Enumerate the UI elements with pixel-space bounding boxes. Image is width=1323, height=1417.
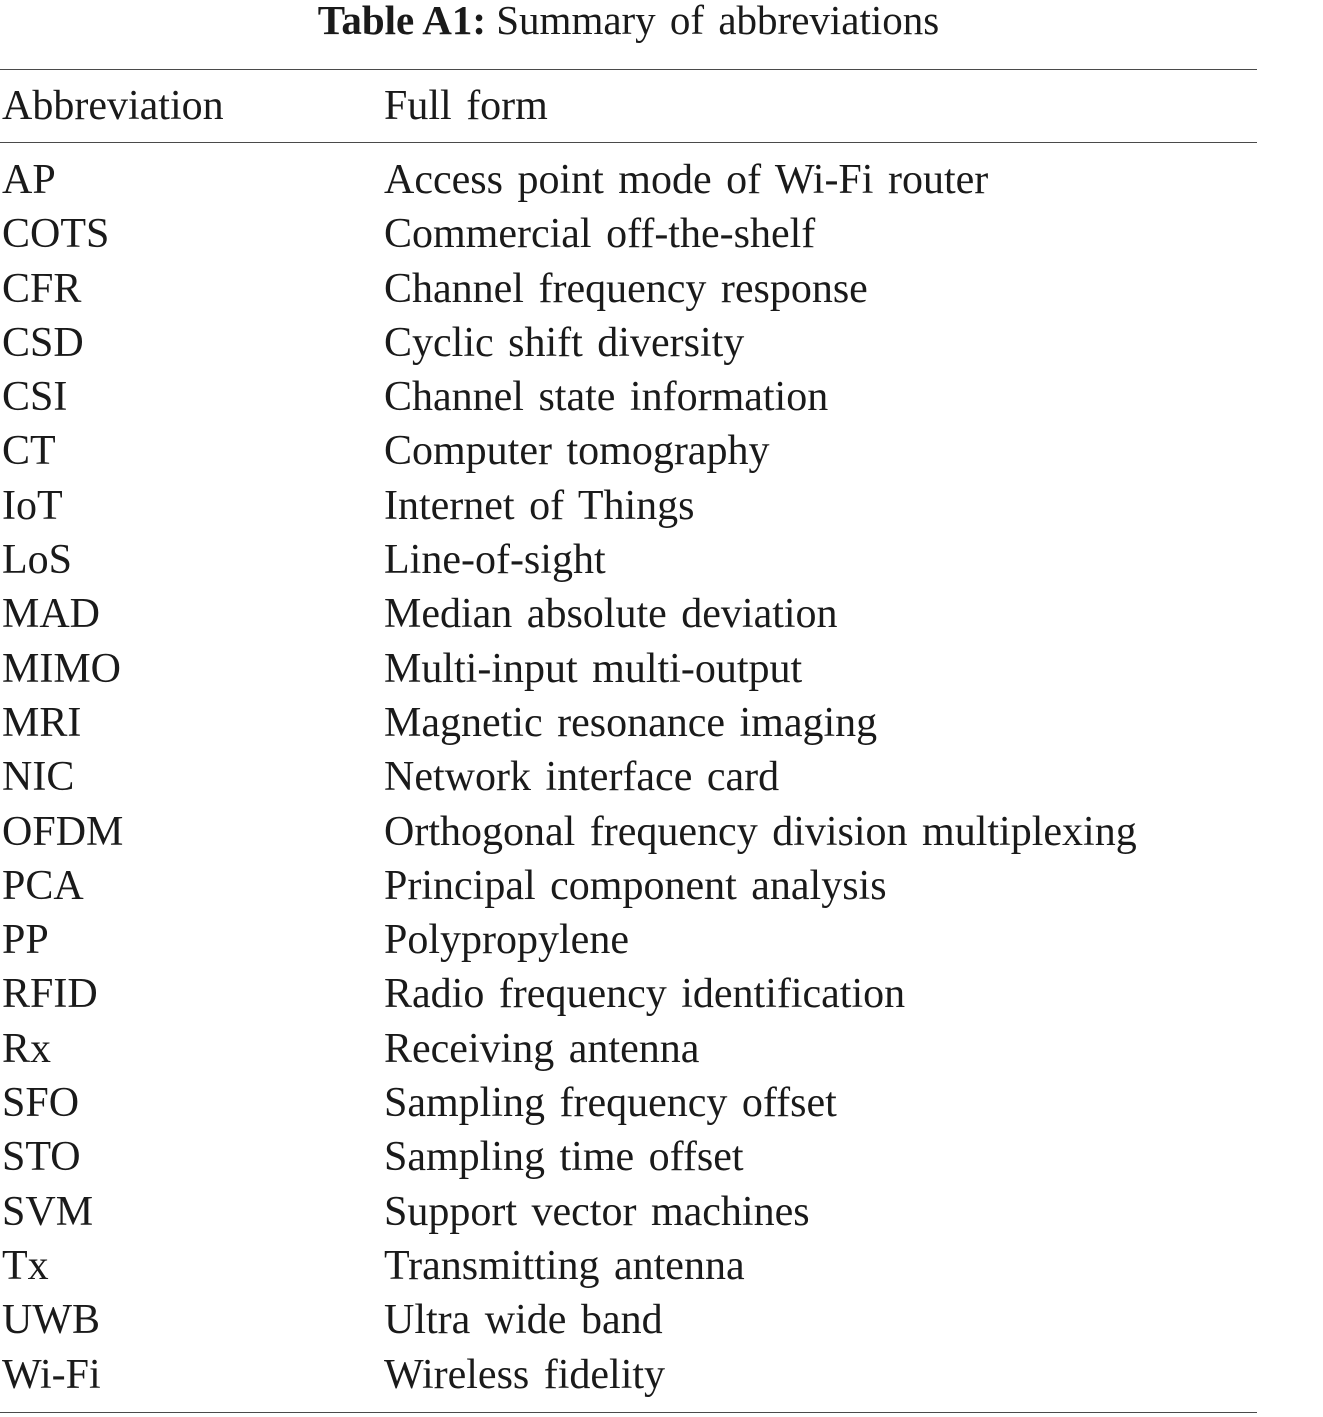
table-row: AP Access point mode of Wi-Fi router [0,153,1257,207]
full-form-cell: Ultra wide band [384,1297,663,1344]
top-rule [0,69,1257,70]
abbreviation-cell: CSD [2,319,84,366]
full-form-cell: Network interface card [384,754,780,801]
abbreviation-cell: MRI [2,699,82,746]
full-form-cell: Access point mode of Wi-Fi router [384,157,989,203]
abbreviation-cell: SFO [2,1080,80,1127]
abbreviation-cell: NIC [2,754,75,801]
table-row: MRI Magnetic resonance imaging [0,696,1257,750]
header-rule [0,142,1257,143]
table-row: Rx Receiving antenna [0,1022,1257,1076]
full-form-cell: Receiving antenna [384,1025,700,1072]
table-row: IoT Internet of Things [0,479,1257,533]
bottom-rule [0,1411,1257,1413]
full-form-cell: Computer tomography [384,428,770,475]
table-row: Wi-Fi Wireless fidelity [0,1348,1257,1402]
header-abbreviation: Abbreviation [2,83,224,129]
full-form-cell: Support vector machines [384,1188,810,1235]
full-form-cell: Orthogonal frequency division multiplexi… [384,808,1137,855]
table-row: UWB Ultra wide band [0,1293,1257,1347]
full-form-cell: Transmitting antenna [384,1242,745,1289]
table-row: MAD Median absolute deviation [0,587,1257,641]
abbreviation-cell: Wi-Fi [2,1351,101,1398]
abbreviation-cell: CFR [2,265,82,312]
caption-text: Summary of abbreviations [496,0,940,43]
table-row: MIMO Multi-input multi-output [0,642,1257,696]
table-row: CFR Channel frequency response [0,262,1257,316]
abbreviation-cell: AP [2,157,56,203]
abbreviation-cell: SVM [2,1188,94,1235]
table-row: CSD Cyclic shift diversity [0,316,1257,370]
abbreviation-cell: STO [2,1134,81,1181]
header-full-form: Full form [384,83,548,129]
abbreviation-cell: RFID [2,971,98,1018]
abbreviation-cell: COTS [2,211,110,258]
full-form-cell: Sampling frequency offset [384,1080,837,1127]
table-row: NIC Network interface card [0,750,1257,804]
abbreviation-cell: CSI [2,374,68,421]
table-row: Tx Transmitting antenna [0,1239,1257,1293]
full-form-cell: Sampling time offset [384,1134,744,1181]
full-form-cell: Multi-input multi-output [384,645,803,692]
table-header-row: Abbreviation Full form [0,70,1257,142]
abbreviation-cell: IoT [2,482,63,529]
abbreviation-cell: Tx [2,1242,49,1289]
full-form-cell: Commercial off-the-shelf [384,211,816,258]
table-row: LoS Line-of-sight [0,533,1257,587]
full-form-cell: Channel frequency response [384,265,868,312]
abbreviation-cell: UWB [2,1297,100,1344]
table-row: CSI Channel state information [0,370,1257,424]
abbreviation-cell: CT [2,428,56,475]
abbreviation-cell: PCA [2,862,84,909]
full-form-cell: Line-of-sight [384,537,606,584]
full-form-cell: Polypropylene [384,917,629,964]
table-row: CT Computer tomography [0,424,1257,478]
table-caption: Table A1: Summary of abbreviations [0,0,1257,44]
abbreviations-table: Abbreviation Full form AP Access point mo… [0,69,1257,1413]
table-row: STO Sampling time offset [0,1130,1257,1184]
full-form-cell: Radio frequency identification [384,971,906,1018]
table-row: RFID Radio frequency identification [0,967,1257,1021]
abbreviation-cell: MAD [2,591,101,638]
full-form-cell: Wireless fidelity [384,1351,666,1398]
table-row: COTS Commercial off-the-shelf [0,207,1257,261]
abbreviation-cell: Rx [2,1025,52,1072]
table-row: PCA Principal component analysis [0,859,1257,913]
full-form-cell: Internet of Things [384,482,695,529]
table-row: SFO Sampling frequency offset [0,1076,1257,1130]
full-form-cell: Magnetic resonance imaging [384,699,878,746]
full-form-cell: Channel state information [384,374,829,421]
table-row: PP Polypropylene [0,913,1257,967]
abbreviation-cell: MIMO [2,645,122,692]
full-form-cell: Cyclic shift diversity [384,319,745,366]
abbreviation-cell: LoS [2,537,73,584]
caption-label: Table A1: [317,0,486,43]
abbreviation-cell: OFDM [2,808,124,855]
abbreviation-cell: PP [2,917,49,964]
full-form-cell: Median absolute deviation [384,591,838,638]
table-row: OFDM Orthogonal frequency division multip… [0,805,1257,859]
table-row: SVM Support vector machines [0,1185,1257,1239]
full-form-cell: Principal component analysis [384,862,887,909]
